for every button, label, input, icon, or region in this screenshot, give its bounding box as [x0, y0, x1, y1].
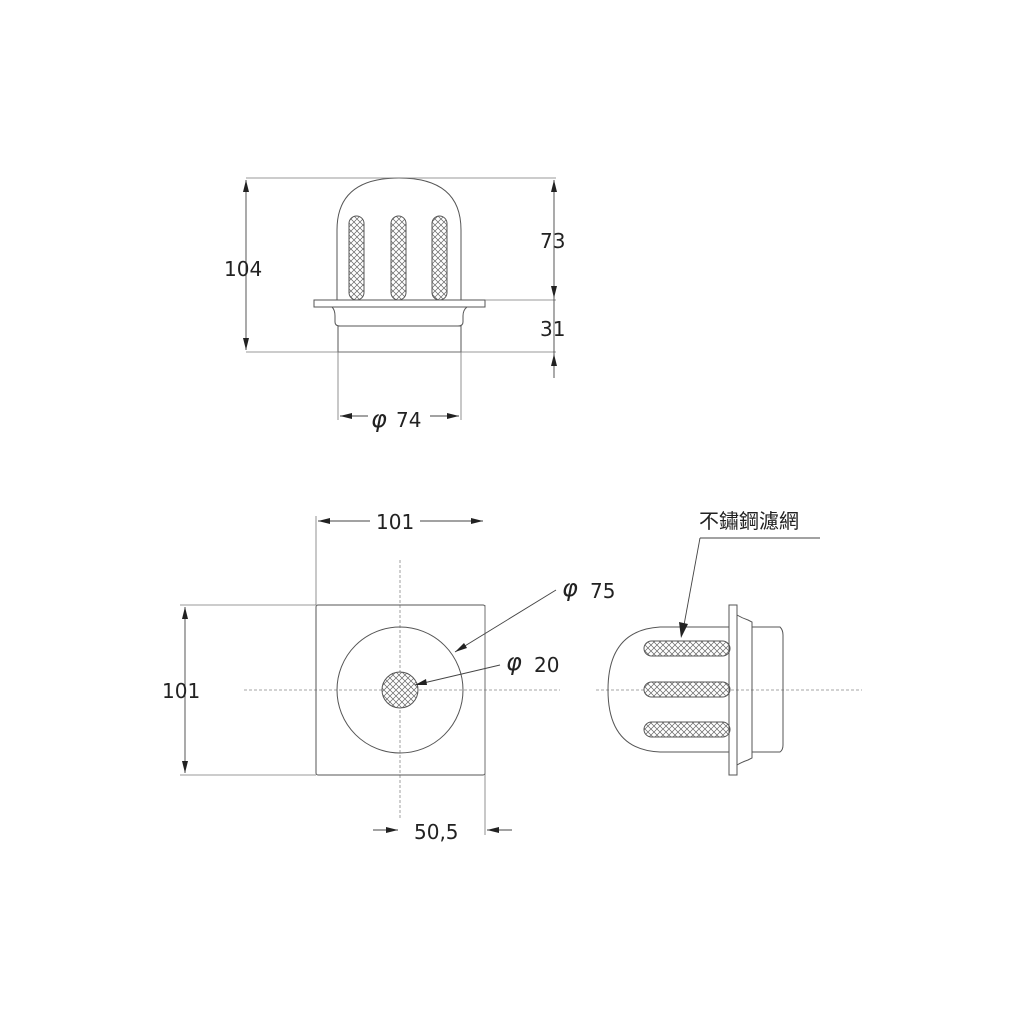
side-view: 104 73 31 φ 74	[224, 177, 565, 433]
flange	[728, 604, 738, 776]
mesh-slot	[348, 215, 365, 301]
flange	[313, 299, 486, 308]
dim-height-101: 101	[162, 679, 200, 703]
mesh-slot	[643, 681, 731, 698]
outer-diameter-symbol: φ	[562, 574, 578, 602]
base-body	[752, 626, 784, 753]
dim-74: 74	[396, 408, 421, 432]
base-body	[337, 325, 462, 353]
mesh-label: 不鏽鋼濾網	[699, 509, 799, 533]
collar	[736, 614, 753, 766]
mesh-slot	[643, 721, 731, 738]
dim-20: 20	[534, 653, 559, 677]
drain-hole	[381, 671, 419, 709]
collar	[331, 306, 468, 327]
mesh-slot	[431, 215, 448, 301]
dim-50-5: 50,5	[414, 820, 459, 844]
dim-31: 31	[540, 317, 565, 341]
mesh-slot	[643, 640, 731, 657]
top-view: 101 101 50,5 φ 75 φ 20	[162, 510, 615, 844]
dim-width-101: 101	[376, 510, 414, 534]
end-view: 不鏽鋼濾網	[596, 509, 862, 776]
dim-75: 75	[590, 579, 615, 603]
dim-104: 104	[224, 257, 262, 281]
diameter-symbol: φ	[371, 405, 387, 433]
mesh-slot	[390, 215, 407, 301]
outer-circle	[336, 626, 464, 754]
inner-diameter-symbol: φ	[506, 648, 522, 676]
dim-73: 73	[540, 229, 565, 253]
dome-outline	[607, 626, 729, 753]
leader-arrow	[679, 622, 688, 638]
